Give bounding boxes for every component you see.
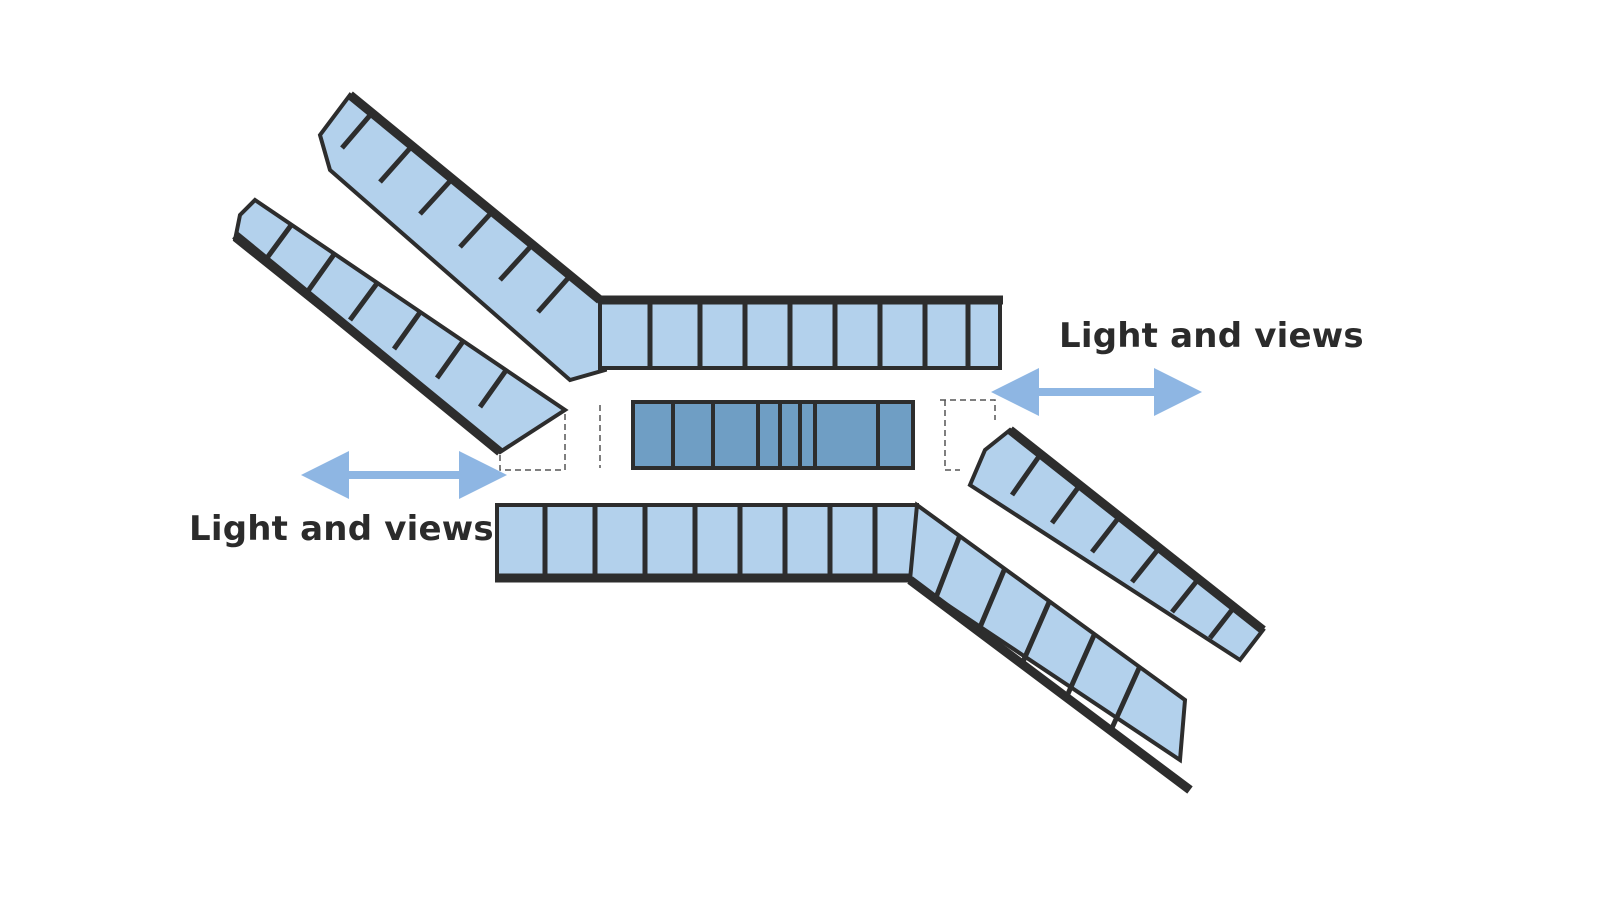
top-central-bar [598,295,1003,370]
light-and-views-label-left: Light and views [189,509,494,549]
right-lower-wing [907,501,1193,794]
lower-left-outer-wing [232,197,569,456]
light-and-views-label-right: Light and views [1059,316,1364,356]
central-core [631,400,915,470]
right-upper-wing [967,426,1266,663]
bottom-central-bar [495,503,919,583]
